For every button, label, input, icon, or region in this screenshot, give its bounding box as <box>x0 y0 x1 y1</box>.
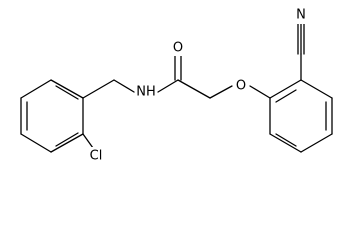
atom-n-nitrile: N <box>294 6 308 24</box>
bond-ring2-inner-3 <box>275 133 297 147</box>
bond-ring1-5 <box>20 133 52 153</box>
bond-carbonyl-ch2 <box>177 79 211 99</box>
bond-ch2-n <box>113 79 135 93</box>
bond-n-carbonyl <box>157 79 179 93</box>
atom-label-n-nitrile: N <box>296 8 306 23</box>
structure-diagram: NH O O N Cl <box>20 6 333 165</box>
bond-ring2-4 <box>300 133 333 153</box>
bond-ring1-inner-2 <box>55 85 79 100</box>
atom-o-ether: O <box>233 78 249 94</box>
atom-cl: Cl <box>85 147 107 165</box>
bond-ring1-4 <box>50 133 84 153</box>
atom-label-o-carbonyl: O <box>173 41 183 56</box>
bond-ring1-ch2 <box>82 79 115 99</box>
atom-label-o-ether: O <box>236 79 246 94</box>
bond-ring1-inner-3 <box>55 132 79 147</box>
bond-ring1-cl <box>82 133 94 149</box>
bond-ring1-2 <box>50 79 84 99</box>
molecule-drawing: NH O O N Cl <box>20 6 333 165</box>
bond-ring2-inner-1 <box>275 89 297 103</box>
bond-ring2-5 <box>269 133 302 153</box>
bond-ring2-1 <box>269 79 302 99</box>
atom-n-amide: NH <box>135 84 157 102</box>
bond-ch2-oether <box>209 85 233 99</box>
bond-oether-ring2 <box>249 85 271 99</box>
atom-o-carbonyl: O <box>171 40 185 56</box>
bond-ring1-1 <box>20 79 52 99</box>
atom-label-nh: NH <box>136 85 156 100</box>
bond-ring2-2 <box>300 79 333 99</box>
atom-label-cl: Cl <box>90 149 103 164</box>
